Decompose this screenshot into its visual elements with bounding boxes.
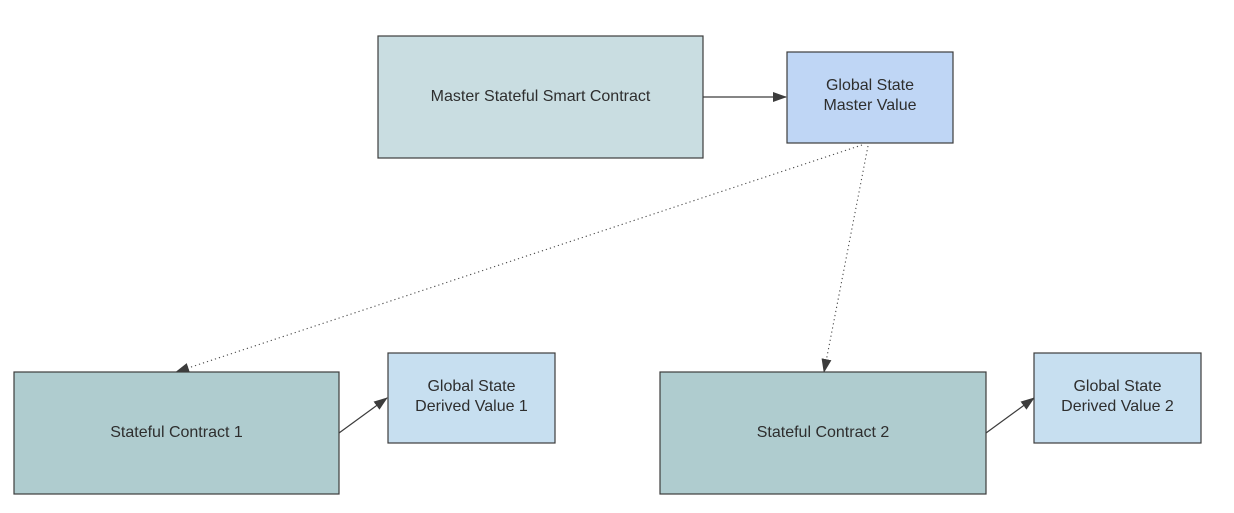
- derived-value-1-label-line-2: Derived Value 1: [415, 398, 528, 415]
- master-contract-node: Master Stateful Smart Contract: [377, 35, 704, 159]
- contract-1-label: Stateful Contract 1: [110, 424, 243, 441]
- derived-value-2-label-line-2: Derived Value 2: [1061, 398, 1174, 415]
- contract-1-box: [13, 371, 340, 495]
- derived-value-1-node: Global State Derived Value 1: [387, 352, 556, 444]
- contract-2-box: [659, 371, 987, 495]
- derived-value-2-node: Global State Derived Value 2: [1033, 352, 1202, 444]
- master-value-node: Global State Master Value: [786, 51, 954, 144]
- derived-value-1-box: [387, 352, 556, 444]
- edge-master-value-to-contract-1: [175, 144, 863, 373]
- master-contract-label: Master Stateful Smart Contract: [431, 88, 651, 105]
- contract-2-label: Stateful Contract 2: [757, 424, 890, 441]
- master-value-box: [786, 51, 954, 144]
- edge-contract-1-to-derived-value-1: [338, 397, 388, 434]
- master-value-label-line-1: Global State: [826, 77, 914, 94]
- derived-value-1-label-line-1: Global State: [427, 378, 515, 395]
- derived-value-2-label-line-1: Global State: [1073, 378, 1161, 395]
- edge-contract-2-to-derived-value-2: [985, 397, 1035, 434]
- contract-2-node: Stateful Contract 2: [659, 371, 987, 495]
- connectors: [175, 92, 1035, 434]
- edge-master-value-to-contract-2: [821, 145, 869, 373]
- master-value-label-line-2: Master Value: [823, 97, 916, 114]
- contract-1-node: Stateful Contract 1: [13, 371, 340, 495]
- derived-value-2-box: [1033, 352, 1202, 444]
- master-contract-box: [377, 35, 704, 159]
